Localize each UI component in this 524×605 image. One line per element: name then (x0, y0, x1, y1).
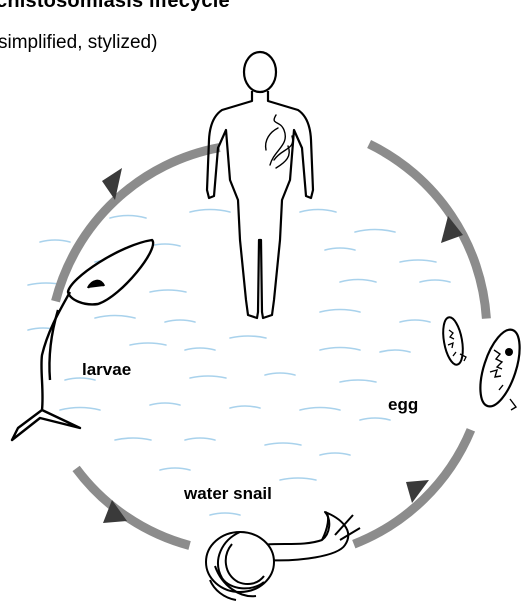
egg-icon (440, 316, 466, 366)
stage-label-egg: egg (388, 395, 418, 415)
stage-label-larvae: larvae (82, 360, 131, 380)
larva-icon (12, 240, 153, 440)
water-snail-icon (206, 512, 360, 600)
cycle-arrows (102, 168, 463, 523)
stage-label-water-snail: water snail (184, 484, 272, 504)
egg-icon (472, 325, 524, 411)
human-figure-icon (207, 52, 313, 318)
worm-icon (266, 115, 293, 168)
